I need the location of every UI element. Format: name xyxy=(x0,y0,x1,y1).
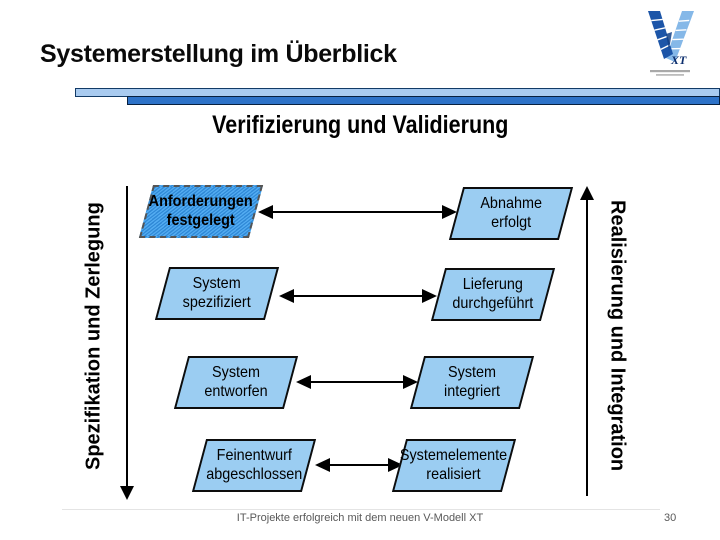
state-box-line: System xyxy=(211,363,260,381)
state-box-line: Anforderungen xyxy=(149,192,254,210)
slide-title: Systemerstellung im Überblick xyxy=(40,40,397,68)
double-arrow-row-4 xyxy=(315,458,403,472)
state-box-text: Systemelemente realisiert xyxy=(400,447,507,485)
state-box-text: Lieferung durchgeführt xyxy=(453,276,534,314)
state-box-text: System integriert xyxy=(444,364,500,402)
page-number: 30 xyxy=(664,512,677,524)
state-box-systemelemente-realisiert: Systemelemente realisiert xyxy=(391,439,517,492)
state-box-line: Abnahme xyxy=(480,194,542,212)
left-axis-label: Spezifikation und Zerlegung xyxy=(82,202,105,470)
state-box-line: Feinentwurf xyxy=(216,446,292,464)
footer-text: IT-Projekte erfolgreich mit dem neuen V-… xyxy=(236,512,484,524)
state-box-text: Feinentwurf abgeschlossen xyxy=(206,447,302,485)
state-box-line: Systemelemente xyxy=(400,446,508,464)
state-box-line: Lieferung xyxy=(462,275,524,293)
state-box-line: System xyxy=(192,274,241,292)
diagram-header: Verifizierung und Validierung xyxy=(160,111,560,140)
state-box-text: System spezifiziert xyxy=(183,275,251,313)
v-modell-xt-logo: XT xyxy=(638,8,702,82)
v-logo-icon: XT xyxy=(648,11,694,76)
state-box-line: entworfen xyxy=(204,382,268,400)
state-box-feinentwurf-abgeschlossen: Feinentwurf abgeschlossen xyxy=(191,439,317,492)
state-box-line: erfolgt xyxy=(490,213,532,231)
state-box-text: Abnahme erfolgt xyxy=(480,195,542,233)
state-box-line: durchgeführt xyxy=(452,294,534,312)
divider-bar-dark xyxy=(127,96,720,105)
logo-caption-line xyxy=(650,70,690,73)
state-box-line: abgeschlossen xyxy=(205,465,303,483)
state-box-system-spezifiziert: System spezifiziert xyxy=(154,267,280,320)
state-box-line: realisiert xyxy=(426,465,482,483)
up-arrow-icon xyxy=(580,186,594,496)
state-box-line: festgelegt xyxy=(166,211,236,229)
logo-caption-line xyxy=(656,74,684,76)
state-box-abnahme-erfolgt: Abnahme erfolgt xyxy=(448,187,574,240)
diagram-header-label: Verifizierung und Validierung xyxy=(211,111,509,139)
state-box-text: Anforderungen festgelegt xyxy=(149,193,253,231)
double-arrow-row-2 xyxy=(279,289,437,303)
logo-xt-label: XT xyxy=(670,53,687,67)
state-box-system-entworfen: System entworfen xyxy=(173,356,299,409)
state-box-system-integriert: System integriert xyxy=(409,356,535,409)
right-axis-label: Realisierung und Integration xyxy=(606,200,629,472)
state-box-text: System entworfen xyxy=(204,364,267,402)
state-box-line: spezifiziert xyxy=(182,293,252,311)
diagram-image-edge xyxy=(62,509,660,510)
state-box-anforderungen-festgelegt: Anforderungen festgelegt xyxy=(138,185,264,238)
state-box-lieferung-durchgefuehrt: Lieferung durchgeführt xyxy=(430,268,556,321)
double-arrow-row-3 xyxy=(296,375,418,389)
state-box-line: System xyxy=(447,363,497,381)
double-arrow-row-1 xyxy=(258,205,457,219)
down-arrow-icon xyxy=(120,186,134,500)
state-box-line: integriert xyxy=(443,382,501,400)
